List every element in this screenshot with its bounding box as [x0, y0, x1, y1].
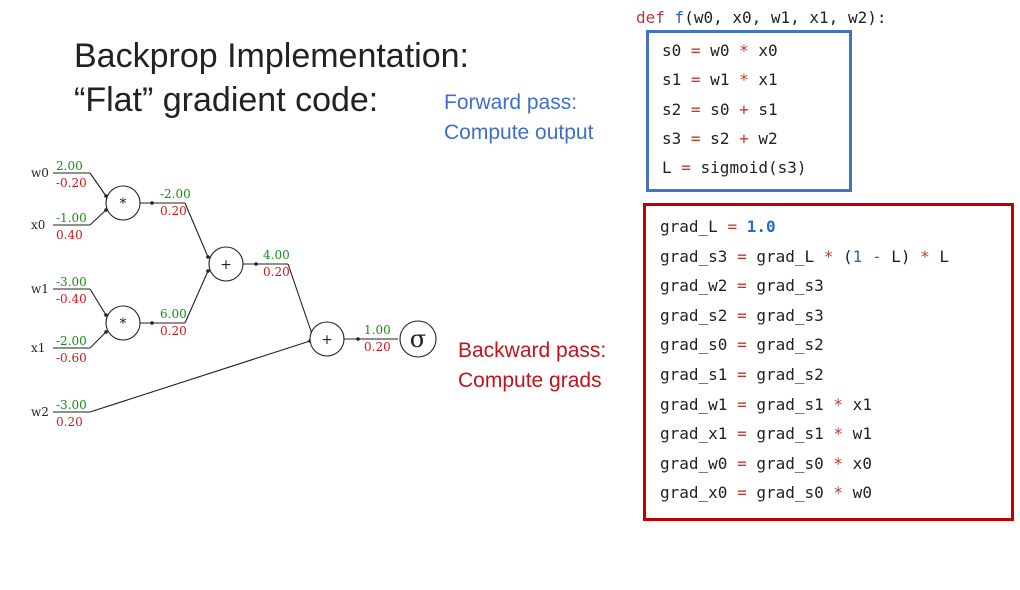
backward-code-line: grad_w0 = grad_s0 * x0 — [660, 453, 872, 473]
backward-label-line-1: Backward pass: — [458, 339, 607, 362]
node-output-grad-label: 0.20 — [160, 204, 187, 218]
backward-code-line: grad_s0 = grad_s2 — [660, 335, 824, 355]
computational-graph: * * + + σ w0 2.00 -0.20 x0 -1.00 0.40 w1 -3.00 -0.40… — [31, 159, 437, 429]
backward-code-line: grad_x1 = grad_s1 * w1 — [660, 424, 872, 444]
input-value-label: -3.00 — [56, 398, 87, 412]
input-name-label: w0 — [31, 166, 49, 180]
forward-pass-label: Forward pass: Compute output — [444, 88, 593, 148]
backward-pass-label: Backward pass: Compute grads — [458, 336, 606, 396]
input-name-label: w2 — [31, 405, 49, 419]
def-keyword: def — [636, 8, 665, 27]
backward-code: grad_L = 1.0 grad_s3 = grad_L * (1 - L) *… — [660, 212, 949, 508]
backward-code-line: grad_s1 = grad_s2 — [660, 364, 824, 384]
backward-label-line-2: Compute grads — [458, 369, 602, 392]
node-output-value-label: 4.00 — [263, 248, 290, 262]
node-operator-label: * — [120, 316, 127, 332]
forward-code-line: s2 = s0 + s1 — [662, 99, 778, 119]
input-grad-label: 0.40 — [56, 228, 83, 242]
backward-code-line: grad_w1 = grad_s1 * x1 — [660, 394, 872, 414]
graph-node — [208, 246, 244, 282]
forward-code: s0 = w0 * x0 s1 = w1 * x1 s2 = s0 + s1 s3 =… — [662, 36, 807, 182]
input-grad-label: -0.60 — [56, 351, 87, 365]
forward-label-line-1: Forward pass: — [444, 91, 578, 114]
function-name: f — [674, 8, 685, 27]
input-grad-label: 0.20 — [56, 415, 83, 429]
node-output-grad-label: 0.20 — [364, 340, 391, 354]
node-output-grad-label: 0.20 — [263, 265, 290, 279]
forward-label-line-2: Compute output — [444, 121, 594, 144]
backward-code-line: grad_w2 = grad_s3 — [660, 276, 824, 296]
graph-node — [105, 185, 141, 221]
forward-code-box — [646, 30, 852, 192]
graph-node — [309, 321, 345, 357]
node-output-grad-label: 0.20 — [160, 324, 187, 338]
input-grad-label: -0.20 — [56, 176, 87, 190]
forward-code-line: L = sigmoid(s3) — [662, 158, 807, 178]
backward-code-line: grad_L = 1.0 — [660, 217, 776, 236]
backward-code-box — [643, 203, 1014, 521]
node-output-value-label: -2.00 — [160, 187, 191, 201]
input-value-label: -2.00 — [56, 334, 87, 348]
input-name-label: x1 — [31, 341, 45, 355]
title-line-2: “Flat” gradient code: — [74, 81, 379, 119]
forward-code-line: s0 = w0 * x0 — [662, 41, 778, 60]
node-operator-label: * — [120, 196, 127, 212]
node-output-value-label: 1.00 — [364, 323, 391, 337]
input-value-label: -3.00 — [56, 275, 87, 289]
slide-title: Backprop Implementation: “Flat” gradient… — [74, 34, 469, 122]
node-operator-label: + — [321, 332, 333, 348]
title-line-1: Backprop Implementation: — [74, 37, 469, 75]
input-value-label: 2.00 — [56, 159, 83, 173]
graph-node — [105, 305, 141, 341]
graph-edges — [53, 172, 398, 413]
input-name-label: w1 — [31, 282, 49, 296]
input-name-label: x0 — [31, 218, 45, 232]
forward-code-line: s1 = w1 * x1 — [662, 70, 778, 90]
backward-code-line: grad_s2 = grad_s3 — [660, 305, 824, 325]
node-output-value-label: 6.00 — [160, 307, 187, 321]
forward-code-line: s3 = s2 + w2 — [662, 128, 778, 148]
graph-node — [399, 320, 437, 358]
input-value-label: -1.00 — [56, 211, 87, 225]
backward-code-line: grad_s3 = grad_L * (1 - L) * L — [660, 246, 950, 266]
node-operator-label: σ — [410, 325, 426, 353]
function-signature: def f(w0, x0, w1, x1, w2): — [636, 8, 886, 27]
input-grad-label: -0.40 — [56, 292, 87, 306]
node-operator-label: + — [220, 257, 232, 273]
backward-code-line: grad_x0 = grad_s0 * w0 — [660, 483, 872, 503]
function-args: (w0, x0, w1, x1, w2): — [684, 8, 887, 27]
